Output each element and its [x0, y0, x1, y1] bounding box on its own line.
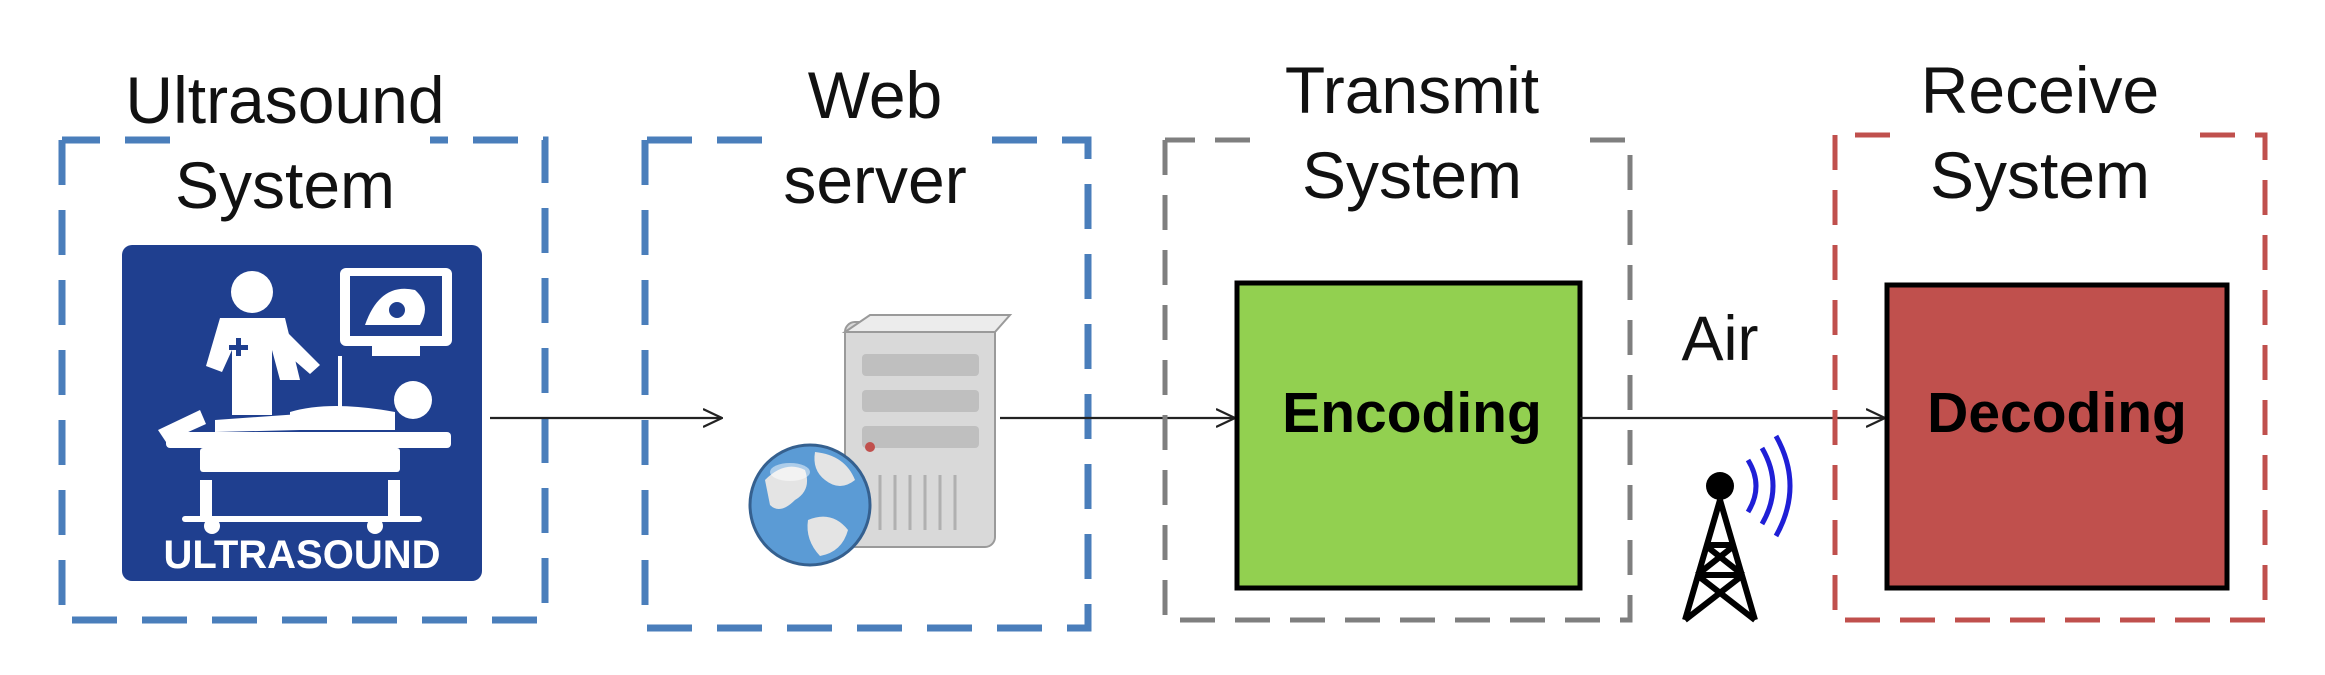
air-channel: Air — [1580, 304, 1885, 623]
doctor-figure — [206, 271, 320, 415]
decoding-label: Decoding — [1927, 381, 2187, 445]
decoding-box — [1884, 282, 2230, 591]
ultrasound-dashed-border — [58, 136, 549, 624]
receive-title-line1: Receive — [1921, 53, 2159, 127]
web-server-stage: Web server — [641, 58, 1092, 632]
ultrasound-icon: ULTRASOUND — [122, 245, 482, 581]
receive-system-stage: Receive System Decoding — [1832, 53, 2268, 623]
patient-bed — [158, 381, 451, 534]
receive-title-line2: System — [1930, 138, 2150, 212]
ultrasound-system-stage: Ultrasound System — [58, 63, 549, 624]
ultrasound-icon-label: ULTRASOUND — [163, 533, 440, 577]
transmit-title-line2: System — [1302, 138, 1522, 212]
monitor-icon — [338, 268, 452, 410]
web-server-title-line1: Web — [808, 58, 943, 132]
encoding-box — [1234, 280, 1583, 591]
transmit-dashed-border — [1162, 137, 1633, 623]
web-server-title-line2: server — [783, 143, 966, 217]
radio-tower-icon — [1682, 434, 1793, 623]
receive-dashed-border — [1832, 132, 2268, 623]
ultrasound-title-line1: Ultrasound — [125, 63, 444, 137]
ultrasound-title-line2: System — [175, 148, 395, 222]
transmit-title-line1: Transmit — [1285, 53, 1539, 127]
signal-waves — [1745, 434, 1793, 538]
air-label: Air — [1682, 304, 1759, 374]
server-globe-icon — [748, 314, 1013, 567]
transmit-system-stage: Transmit System Encoding — [1162, 53, 1633, 623]
web-server-dashed-border — [641, 136, 1092, 632]
globe-icon — [748, 443, 872, 567]
encoding-label: Encoding — [1282, 381, 1542, 445]
